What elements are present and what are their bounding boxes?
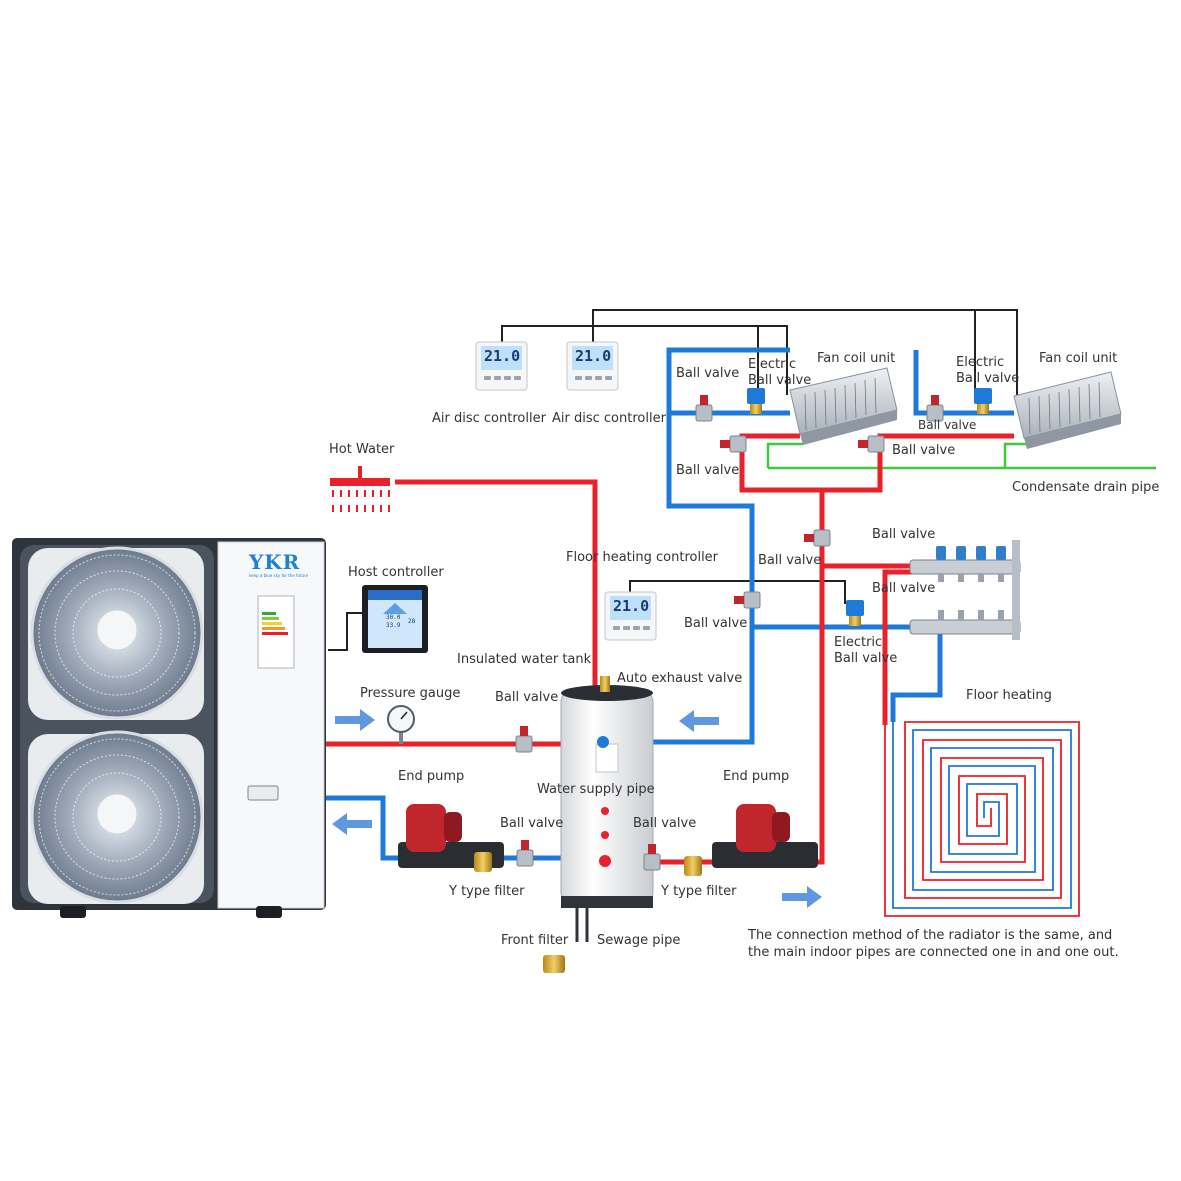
end-pumps xyxy=(398,804,818,876)
thermostats xyxy=(475,341,657,641)
label-insulated-water-tank: Insulated water tank xyxy=(457,652,592,667)
host-controller xyxy=(362,585,428,653)
label-air-disc-controller-1: Air disc controller xyxy=(432,411,546,426)
label-end-pump-right: End pump xyxy=(723,769,790,784)
ball-valves xyxy=(515,395,944,871)
label-ball-valve-manifold-bottom: Ball valve xyxy=(872,581,936,596)
label-ball-valve-tank-inlet: Ball valve xyxy=(495,690,559,705)
label-fan-coil-unit-1: Fan coil unit xyxy=(817,351,896,366)
floor-heating-manifold xyxy=(909,540,1021,640)
pump-right-icon xyxy=(736,804,776,852)
y-filter-left-icon xyxy=(474,852,492,872)
floor-heating-coil xyxy=(884,721,1080,917)
label-floor-heating-controller: Floor heating controller xyxy=(566,550,719,565)
label-electric-ball-valve-1: Electric Ball valve xyxy=(748,357,812,388)
label-ball-valve-fc2-supply: Ball valve xyxy=(918,418,977,432)
label-air-disc-controller-2: Air disc controller xyxy=(552,411,666,426)
insulated-water-tank xyxy=(543,676,654,973)
host-temp-2: 33.9 xyxy=(386,622,401,629)
host-temp-1: 30.0 xyxy=(386,614,401,621)
label-ball-valve-fc-supply: Ball valve xyxy=(676,366,740,381)
label-ball-valve-manifold-top: Ball valve xyxy=(872,527,936,542)
flow-arrow-out-right-icon xyxy=(782,886,822,908)
label-hot-water: Hot Water xyxy=(329,442,395,457)
electric-ball-valves xyxy=(747,388,992,626)
handle xyxy=(247,785,279,801)
label-ball-valve-pump-left: Ball valve xyxy=(500,816,564,831)
flow-arrow-return-icon xyxy=(679,710,719,732)
label-y-type-filter-left: Y type filter xyxy=(449,884,525,899)
label-floor-heating: Floor heating xyxy=(966,688,1052,703)
connection-note: The connection method of the radiator is… xyxy=(748,928,1119,960)
label-sewage-pipe: Sewage pipe xyxy=(597,933,681,948)
label-pressure-gauge: Pressure gauge xyxy=(360,686,461,701)
label-electric-ball-valve-2: Electric Ball valve xyxy=(956,355,1020,386)
flow-arrows xyxy=(332,709,822,908)
brand-logo: YKR xyxy=(249,550,301,574)
flow-arrow-in-icon xyxy=(335,709,375,731)
label-host-controller: Host controller xyxy=(348,565,444,580)
label-end-pump-left: End pump xyxy=(398,769,465,784)
thermostat-1-display: 21.0 xyxy=(484,347,521,365)
thermostat-3-display: 21.0 xyxy=(613,597,650,615)
front-filter-icon xyxy=(543,955,565,973)
label-y-type-filter-right: Y type filter xyxy=(661,884,737,899)
label-ball-valve-fc-return-2: Ball valve xyxy=(892,443,956,458)
label-auto-exhaust-valve: Auto exhaust valve xyxy=(617,671,743,686)
signal-wires xyxy=(328,309,1018,651)
label-ball-valve-fh-return: Ball valve xyxy=(684,616,748,631)
heat-pump-unit xyxy=(12,538,326,918)
label-electric-ball-valve-fh: Electric Ball valve xyxy=(834,635,898,666)
shower-head-icon xyxy=(330,466,390,512)
pump-left-icon xyxy=(406,804,446,852)
label-ball-valve-pump-right: Ball valve xyxy=(633,816,697,831)
y-filter-right-icon xyxy=(684,856,702,876)
label-ball-valve-riser: Ball valve xyxy=(758,553,822,568)
auto-exhaust-valve-icon xyxy=(600,676,610,692)
thermostat-2-display: 21.0 xyxy=(575,347,612,365)
fan-coil-units xyxy=(789,367,1122,449)
flow-arrow-out-icon xyxy=(332,813,372,835)
label-water-supply-pipe: Water supply pipe xyxy=(537,782,655,797)
brand-tagline: keep a blue sky for the future xyxy=(249,573,309,578)
label-ball-valve-fc-return-1: Ball valve xyxy=(676,463,740,478)
pressure-gauge-icon xyxy=(387,705,415,744)
condensate-drain-pipe xyxy=(766,442,1156,470)
host-temp-3: 28 xyxy=(408,618,416,625)
label-fan-coil-unit-2: Fan coil unit xyxy=(1039,351,1118,366)
label-front-filter: Front filter xyxy=(501,933,569,948)
label-condensate-drain-pipe: Condensate drain pipe xyxy=(1012,480,1160,495)
